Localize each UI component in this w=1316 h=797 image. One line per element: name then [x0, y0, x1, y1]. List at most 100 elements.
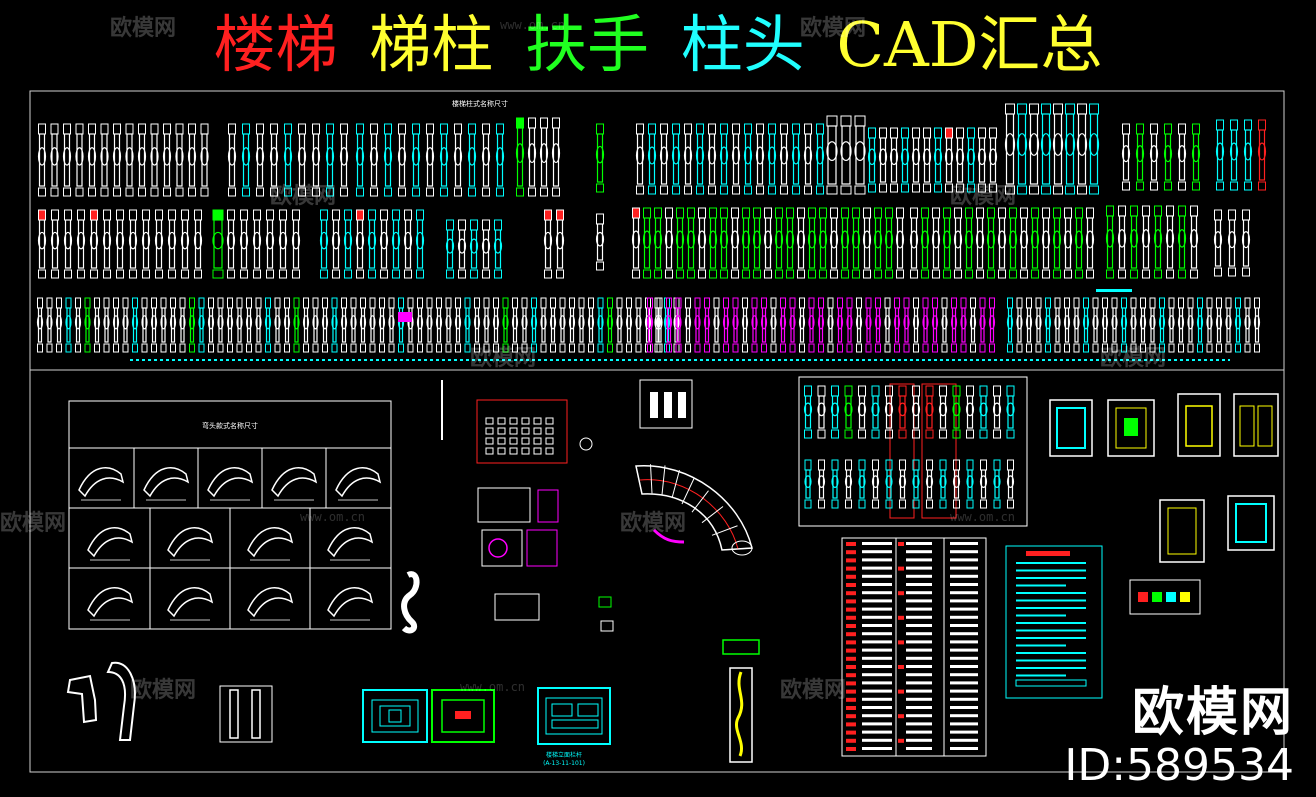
baluster — [481, 219, 491, 279]
baluster — [1041, 207, 1051, 279]
baluster — [212, 209, 224, 279]
baluster — [1063, 297, 1071, 353]
baluster — [37, 209, 47, 279]
railing-caption-line2: (A-13-11-101) — [543, 760, 585, 767]
baluster — [198, 297, 205, 353]
baluster — [808, 297, 815, 353]
watermark-brand: 欧模网 — [950, 184, 1017, 209]
baluster — [884, 385, 894, 439]
baluster — [141, 209, 151, 279]
baluster — [283, 123, 293, 197]
baluster — [150, 123, 159, 197]
baluster — [873, 207, 883, 279]
baluster — [988, 127, 998, 193]
baluster — [789, 297, 796, 353]
brand-id: ID:589534 — [1064, 740, 1294, 791]
baluster — [770, 297, 777, 353]
baluster — [252, 209, 262, 279]
baluster — [369, 297, 376, 353]
baluster — [1177, 205, 1187, 279]
baluster — [817, 297, 825, 353]
baluster — [207, 297, 215, 353]
top-panel-caption: 楼梯柱式名称尺寸 — [452, 99, 508, 108]
baluster — [616, 297, 623, 353]
baluster — [200, 123, 209, 197]
baluster — [269, 123, 279, 197]
watermark-brand: 欧模网 — [1100, 346, 1167, 371]
baluster — [683, 123, 693, 195]
baluster — [952, 459, 961, 509]
baluster — [115, 209, 125, 279]
baluster — [931, 207, 941, 279]
handrail-table-caption: 弯头款式名称尺寸 — [202, 421, 258, 430]
baluster — [730, 207, 740, 279]
watermark-brand: 欧模网 — [0, 511, 67, 536]
baluster — [1063, 207, 1073, 279]
baluster — [900, 127, 910, 193]
baluster — [302, 297, 310, 353]
baluster — [922, 127, 932, 193]
baluster — [1196, 297, 1204, 353]
baluster — [955, 127, 965, 193]
baluster — [796, 207, 806, 279]
baluster — [966, 459, 974, 509]
baluster — [453, 123, 463, 197]
baluster — [671, 123, 681, 195]
baluster — [379, 209, 389, 279]
baluster — [912, 459, 920, 509]
baluster — [1016, 297, 1023, 353]
baluster — [855, 297, 863, 353]
baluster — [952, 385, 961, 439]
baluster — [656, 297, 663, 353]
baluster-pair-detail — [219, 685, 273, 743]
baluster — [1215, 297, 1223, 353]
baluster — [102, 209, 112, 279]
baluster — [397, 123, 407, 197]
baluster — [180, 209, 190, 279]
baluster — [625, 297, 633, 353]
baluster — [1177, 123, 1187, 191]
baluster — [1229, 119, 1239, 191]
baluster — [1187, 297, 1194, 353]
baluster — [659, 123, 669, 195]
scroll-handrail — [401, 571, 420, 634]
baluster — [167, 209, 177, 279]
parts-schedule-table — [841, 537, 987, 757]
baluster — [407, 297, 414, 353]
baluster — [1054, 297, 1061, 353]
baluster — [319, 209, 329, 279]
baluster — [1101, 297, 1109, 353]
watermark-brand: 欧模网 — [620, 511, 687, 536]
baluster — [807, 207, 817, 279]
baluster — [898, 459, 907, 509]
baluster — [555, 209, 565, 279]
baluster — [367, 209, 377, 279]
title-bar: 楼梯 梯柱 扶手 柱头 CAD汇总 — [0, 8, 1316, 82]
baluster — [1004, 103, 1016, 195]
baluster — [965, 385, 975, 439]
baluster — [493, 219, 503, 279]
baluster — [131, 297, 139, 353]
baluster — [1189, 205, 1199, 279]
baluster — [631, 207, 641, 279]
baluster — [227, 123, 237, 197]
baluster — [817, 385, 826, 439]
baluster — [1163, 123, 1173, 191]
baluster — [483, 297, 490, 353]
elbow-drawing — [167, 527, 214, 561]
baluster — [893, 297, 901, 353]
title-part-stairs: 楼梯 — [213, 8, 338, 81]
baluster — [997, 207, 1007, 279]
baluster — [791, 123, 801, 195]
baluster — [1206, 297, 1213, 353]
baluster — [1006, 385, 1015, 439]
baluster — [874, 297, 882, 353]
baluster — [502, 297, 509, 353]
baluster — [741, 297, 749, 353]
baluster — [1025, 297, 1033, 353]
baluster — [62, 123, 72, 197]
baluster — [960, 297, 967, 353]
baluster — [568, 297, 576, 353]
baluster — [112, 123, 122, 197]
